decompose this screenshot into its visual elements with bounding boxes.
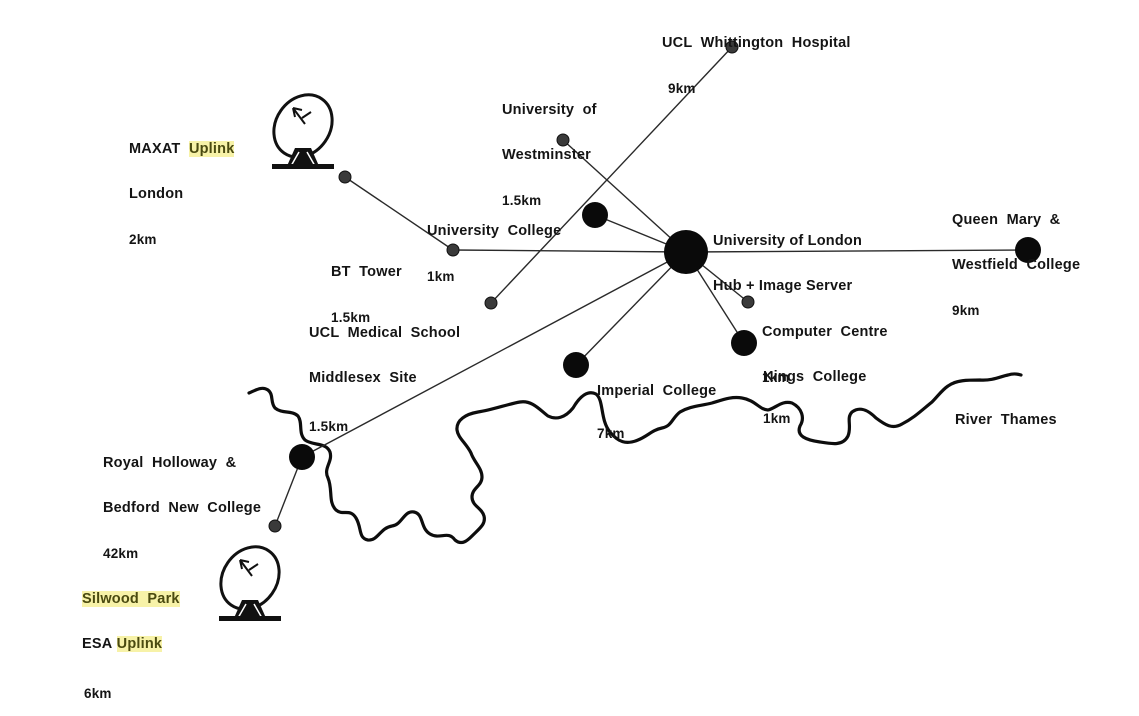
label-silwood: Silwood Park ESA Uplink 6km — [82, 562, 180, 716]
link-bt-tower-hub — [452, 249, 687, 253]
label-bt-tower: BT Tower 1.5km — [331, 235, 402, 340]
link-ucl-whittington-ucl-medical — [490, 46, 733, 304]
site-name: Westfield College — [952, 257, 1081, 273]
label-hub: University of London Hub + Image Server — [713, 204, 862, 309]
site-distance: 9km — [668, 81, 696, 96]
site-name: London — [129, 186, 184, 202]
site-distance: 1.5km — [502, 193, 542, 208]
label-computer-centre: Computer Centre 1km — [762, 295, 888, 400]
node-silwood — [268, 519, 282, 533]
site-name: Kings College — [763, 369, 867, 385]
site-distance: 42km — [103, 546, 139, 561]
node-kings — [731, 330, 757, 356]
node-queen-mary — [1015, 237, 1041, 263]
site-distance: 7km — [597, 426, 625, 441]
site-name: Imperial College — [597, 383, 717, 399]
node-royal-holloway — [289, 444, 315, 470]
label-queen-mary: Queen Mary & Westfield College 9km — [952, 183, 1080, 333]
site-name: University College — [427, 223, 562, 239]
site-name: Middlesex Site — [309, 370, 417, 386]
label-westminster: University of Westminster 1.5km — [502, 73, 597, 223]
site-name: Royal Holloway & — [103, 455, 237, 471]
link-maxat-bt-tower — [344, 176, 454, 251]
satellite-dish-icon — [219, 545, 281, 621]
site-name: Silwood Park — [82, 591, 180, 607]
site-name: UCL Medical School — [309, 325, 461, 341]
node-computer-centre — [741, 295, 755, 309]
node-ucl-medical — [484, 296, 498, 310]
river-thames-path — [247, 372, 1023, 545]
label-ucl-medical: UCL Medical School Middlesex Site 1.5km — [309, 296, 460, 449]
node-imperial — [563, 352, 589, 378]
link-westminster-hub — [562, 139, 687, 253]
site-name: Westminster — [502, 147, 591, 163]
node-bt-tower — [446, 243, 460, 257]
link-hub-imperial — [575, 251, 687, 366]
site-name: Computer Centre — [762, 324, 888, 340]
site-distance: 6km — [84, 686, 112, 701]
node-hub — [664, 230, 708, 274]
label-ucl-whittington: UCL Whittington Hospital 9km — [662, 6, 851, 111]
site-distance: 1km — [427, 269, 455, 284]
network-diagram — [219, 40, 1041, 621]
label-imperial: Imperial College 7km — [597, 354, 716, 456]
site-name: MAXAT — [129, 141, 181, 157]
site-distance: 1km — [762, 370, 790, 385]
label-royal-holloway: Royal Holloway & Bedford New College 42k… — [103, 426, 261, 576]
hub-subtitle: Hub + Image Server — [713, 278, 853, 294]
site-name: UCL Whittington Hospital — [662, 35, 851, 51]
site-name: University of — [502, 102, 597, 118]
nodes-layer — [268, 40, 1041, 533]
node-univ-college — [582, 202, 608, 228]
site-distance: 1.5km — [309, 419, 349, 434]
site-distance: 9km — [952, 303, 980, 318]
river-name: River Thames — [955, 412, 1057, 428]
highlighted-word: Uplink — [116, 636, 163, 652]
site-name: BT Tower — [331, 264, 402, 280]
site-name: Bedford New College — [103, 500, 262, 516]
site-distance: 1.5km — [331, 310, 371, 325]
label-maxat: MAXAT Uplink London 2km — [129, 112, 235, 262]
node-westminster — [556, 133, 570, 147]
link-hub-royal-holloway — [301, 251, 687, 458]
label-kings: Kings College 1km — [763, 340, 867, 441]
label-univ-college: University College 1km — [427, 194, 561, 299]
site-distance: 2km — [129, 232, 157, 247]
node-maxat — [338, 170, 352, 184]
link-hub-queen-mary — [685, 249, 1029, 253]
hub-name: University of London — [713, 233, 862, 249]
satellite-dish-icon — [272, 93, 334, 169]
site-name: Queen Mary & — [952, 212, 1061, 228]
label-river-thames: River Thames — [955, 383, 1057, 443]
site-distance: 1km — [763, 411, 791, 426]
highlighted-word: Uplink — [188, 141, 235, 157]
site-name: ESA — [82, 636, 113, 652]
node-ucl-whittington — [725, 40, 739, 54]
